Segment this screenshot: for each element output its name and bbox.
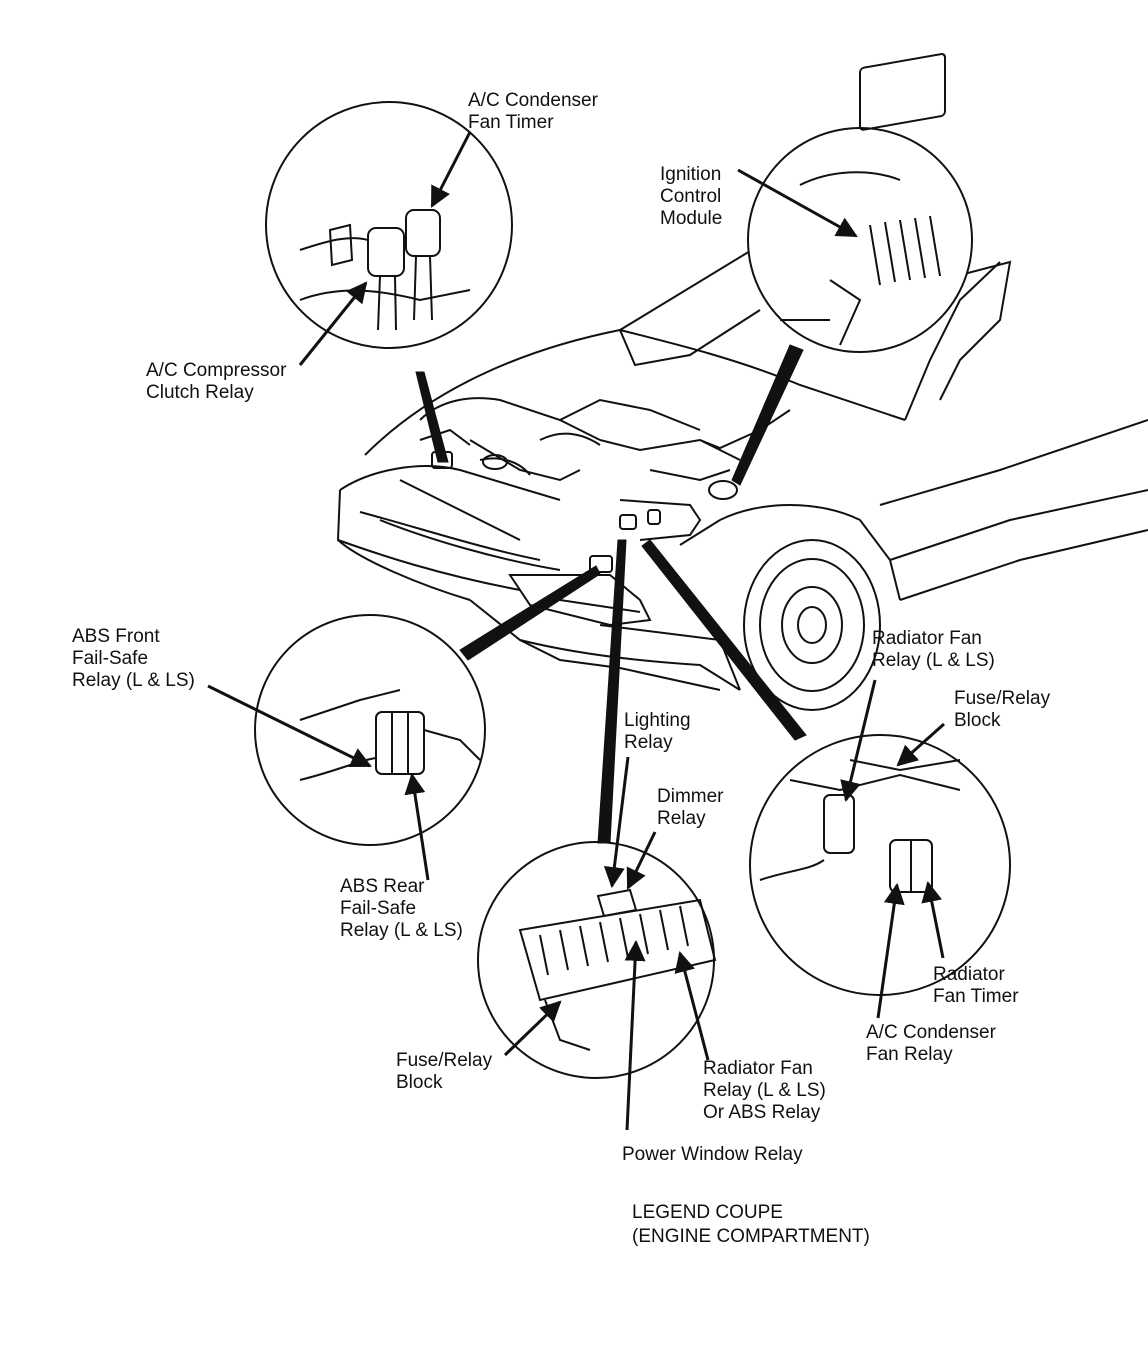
label-abs-front-fail-safe-relay: ABS Front Fail-Safe Relay (L & LS) [72,626,195,691]
callout-connectors [415,344,807,844]
fuse-relay-block-sketch [518,898,717,1002]
label-abs-rear-fail-safe-relay: ABS Rear Fail-Safe Relay (L & LS) [340,876,463,941]
label-fuse-relay-block-right: Fuse/Relay Block [954,688,1051,731]
label-dimmer-relay: Dimmer Relay [657,786,724,829]
connector-abs-relays [459,565,601,661]
label-ignition-control-module: Ignition Control Module [660,164,723,229]
arrow-power-window-relay [624,939,646,1131]
connector-fuse-block [597,539,627,844]
arrow-radiator-fan-timer [921,880,945,959]
label-power-window-relay: Power Window Relay [622,1144,803,1165]
ac-condenser-timer-sketch [405,209,441,257]
arrow-abs-rear-relay [404,772,430,881]
arrow-lighting-relay [603,756,630,889]
arrow-radiator-fan-relay-abs [674,950,710,1061]
callout-circle-ignition-module [747,127,973,353]
connector-ac-relays [415,371,449,463]
arrow-ac-condenser-fan-timer [430,131,472,208]
connector-radiator-relays [641,539,807,741]
callout-circle-abs-relays [254,614,486,846]
ac-compressor-relay-sketch [367,227,405,277]
ignition-module-sketch [859,52,946,131]
arrow-ac-condenser-fan-relay [876,882,905,1019]
arrow-fuse-relay-block-right [896,722,945,767]
callout-circles [254,101,1011,1079]
arrow-ac-compressor-clutch-relay [298,281,368,366]
circle-sketches [299,52,961,1051]
label-ac-compressor-clutch-relay: A/C Compressor Clutch Relay [146,360,287,403]
arrow-dimmer-relay [626,831,657,890]
label-radiator-fan-relay-abs: Radiator Fan Relay (L & LS) Or ABS Relay [703,1058,826,1123]
callout-circle-radiator-relays [749,734,1011,996]
caption-location: (ENGINE COMPARTMENT) [632,1226,870,1247]
arrow-radiator-fan-relay-top [840,679,877,803]
abs-relay-sketch [375,711,425,775]
label-fuse-relay-block-bottom: Fuse/Relay Block [396,1050,493,1093]
label-radiator-fan-timer: Radiator Fan Timer [933,964,1019,1007]
caption-model: LEGEND COUPE [632,1202,783,1223]
arrow-fuse-relay-block-bottom [503,1000,562,1057]
connector-ignition-module [731,344,804,486]
arrow-ignition-control-module [737,168,858,238]
label-lighting-relay: Lighting Relay [624,710,691,753]
label-ac-condenser-fan-relay: A/C Condenser Fan Relay [866,1022,996,1065]
label-radiator-fan-relay-top: Radiator Fan Relay (L & LS) [872,628,995,671]
radiator-fan-relay-sketch [823,794,855,854]
label-ac-condenser-fan-timer: A/C Condenser Fan Timer [468,90,598,133]
arrow-abs-front-relay [207,684,372,768]
leader-arrows [207,131,945,1131]
callout-circle-ac-relays [265,101,513,349]
callout-circle-fuse-block [477,841,715,1079]
car-front-illustration [336,243,1148,711]
